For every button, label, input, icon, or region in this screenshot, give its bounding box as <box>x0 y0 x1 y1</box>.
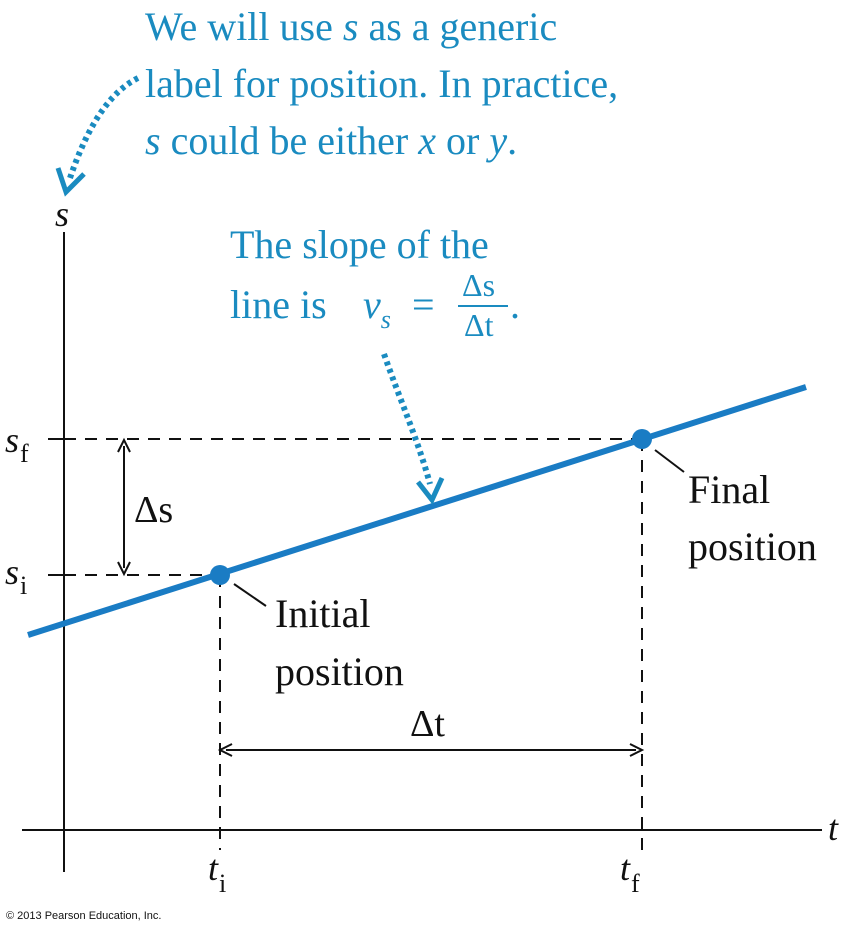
delta-s-label: Δs <box>134 489 173 531</box>
callout-slope-arrowhead <box>416 476 445 505</box>
delta-t-label: Δt <box>410 703 445 745</box>
initial-position-label-line1: Initial <box>275 591 371 636</box>
final-position-label-line1: Final <box>688 467 770 512</box>
callout-top-arrowhead <box>55 167 86 197</box>
final-position-label-line2: position <box>688 524 817 569</box>
callout-slope-frac-num: Δs <box>462 267 495 303</box>
initial-leader <box>233 583 267 607</box>
final-leader <box>654 449 685 473</box>
callout-top-line2: label for position. In practice, <box>145 61 618 106</box>
tf-label: tf <box>620 848 640 898</box>
delta-t-arrow <box>217 743 645 757</box>
callout-top-line3: s could be either x or y. <box>145 118 517 163</box>
s-axis-label: s <box>55 194 69 234</box>
copyright-text: © 2013 Pearson Education, Inc. <box>6 910 161 922</box>
callout-top-arrow <box>67 75 140 179</box>
t-axis-label: t <box>828 808 839 848</box>
callout-slope-line2-a: line is <box>230 282 327 327</box>
callout-top-line1: We will use s as a generic <box>145 4 557 49</box>
delta-s-arrow <box>117 437 131 577</box>
position-line <box>27 384 807 638</box>
si-label: si <box>5 552 27 600</box>
final-point <box>632 429 652 449</box>
ti-label: ti <box>208 848 226 898</box>
initial-point <box>210 565 230 585</box>
initial-position-label-line2: position <box>275 649 404 694</box>
callout-slope-line1: The slope of the <box>230 222 489 267</box>
callout-slope-v: vs <box>363 282 391 334</box>
sf-label: sf <box>5 420 29 468</box>
callout-slope-equals: = <box>412 282 435 327</box>
callout-slope-arrow <box>381 353 433 485</box>
callout-slope-period: . <box>510 282 520 327</box>
callout-slope-frac-den: Δt <box>464 307 494 343</box>
